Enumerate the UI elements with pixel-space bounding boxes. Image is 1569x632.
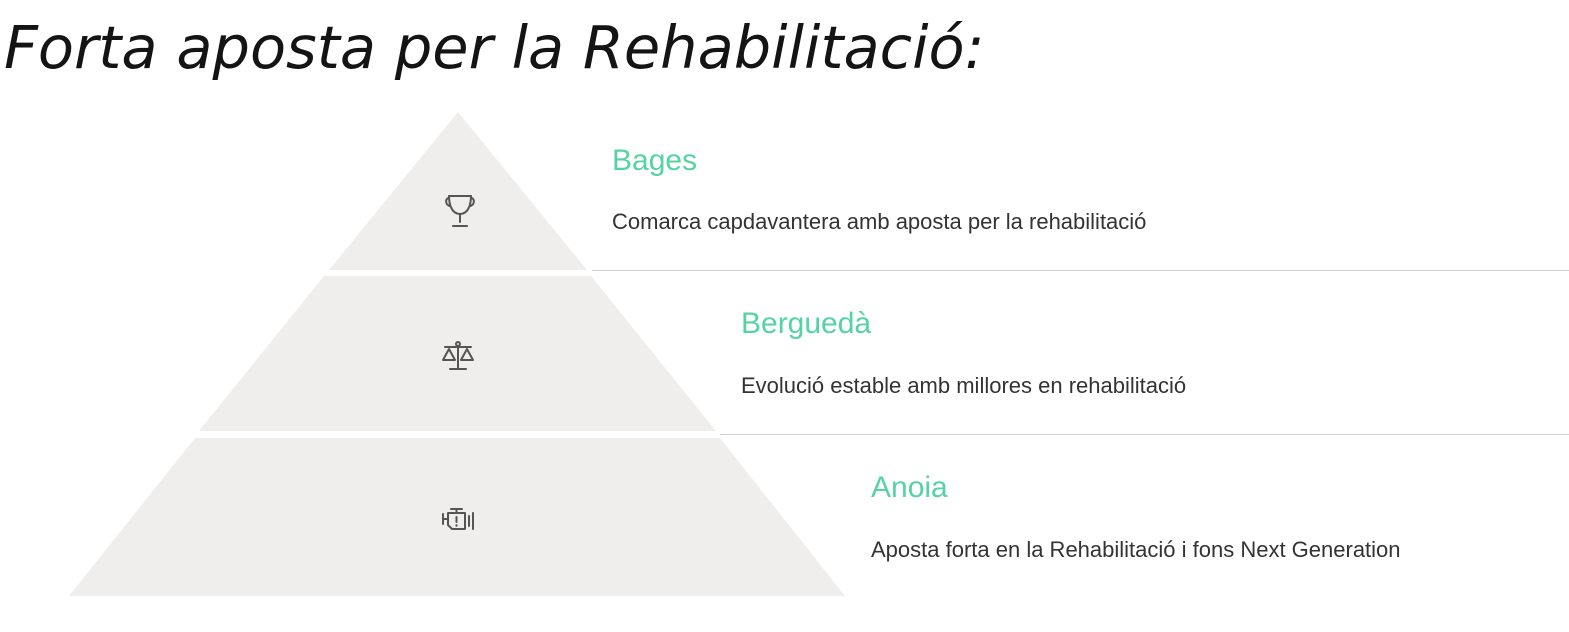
balance-scale-icon xyxy=(442,341,474,370)
level-bergueda-name: Berguedà xyxy=(741,307,872,340)
level-anoia-description: Aposta forta en la Rehabilitació i fons … xyxy=(871,537,1401,562)
trophy-icon xyxy=(445,195,475,227)
page-title: Forta aposta per la Rehabilitació: xyxy=(4,13,985,82)
level-divider-2 xyxy=(720,434,1569,435)
level-anoia-name: Anoia xyxy=(871,471,948,504)
level-bages-description: Comarca capdavantera amb aposta per la r… xyxy=(612,209,1147,234)
level-bergueda-description: Evolució estable amb millores en rehabil… xyxy=(741,373,1187,398)
level-divider-1 xyxy=(592,270,1569,271)
engine-warning-icon xyxy=(442,508,474,530)
level-bages-name: Bages xyxy=(612,144,698,177)
pyramid-tier-top xyxy=(329,112,587,270)
